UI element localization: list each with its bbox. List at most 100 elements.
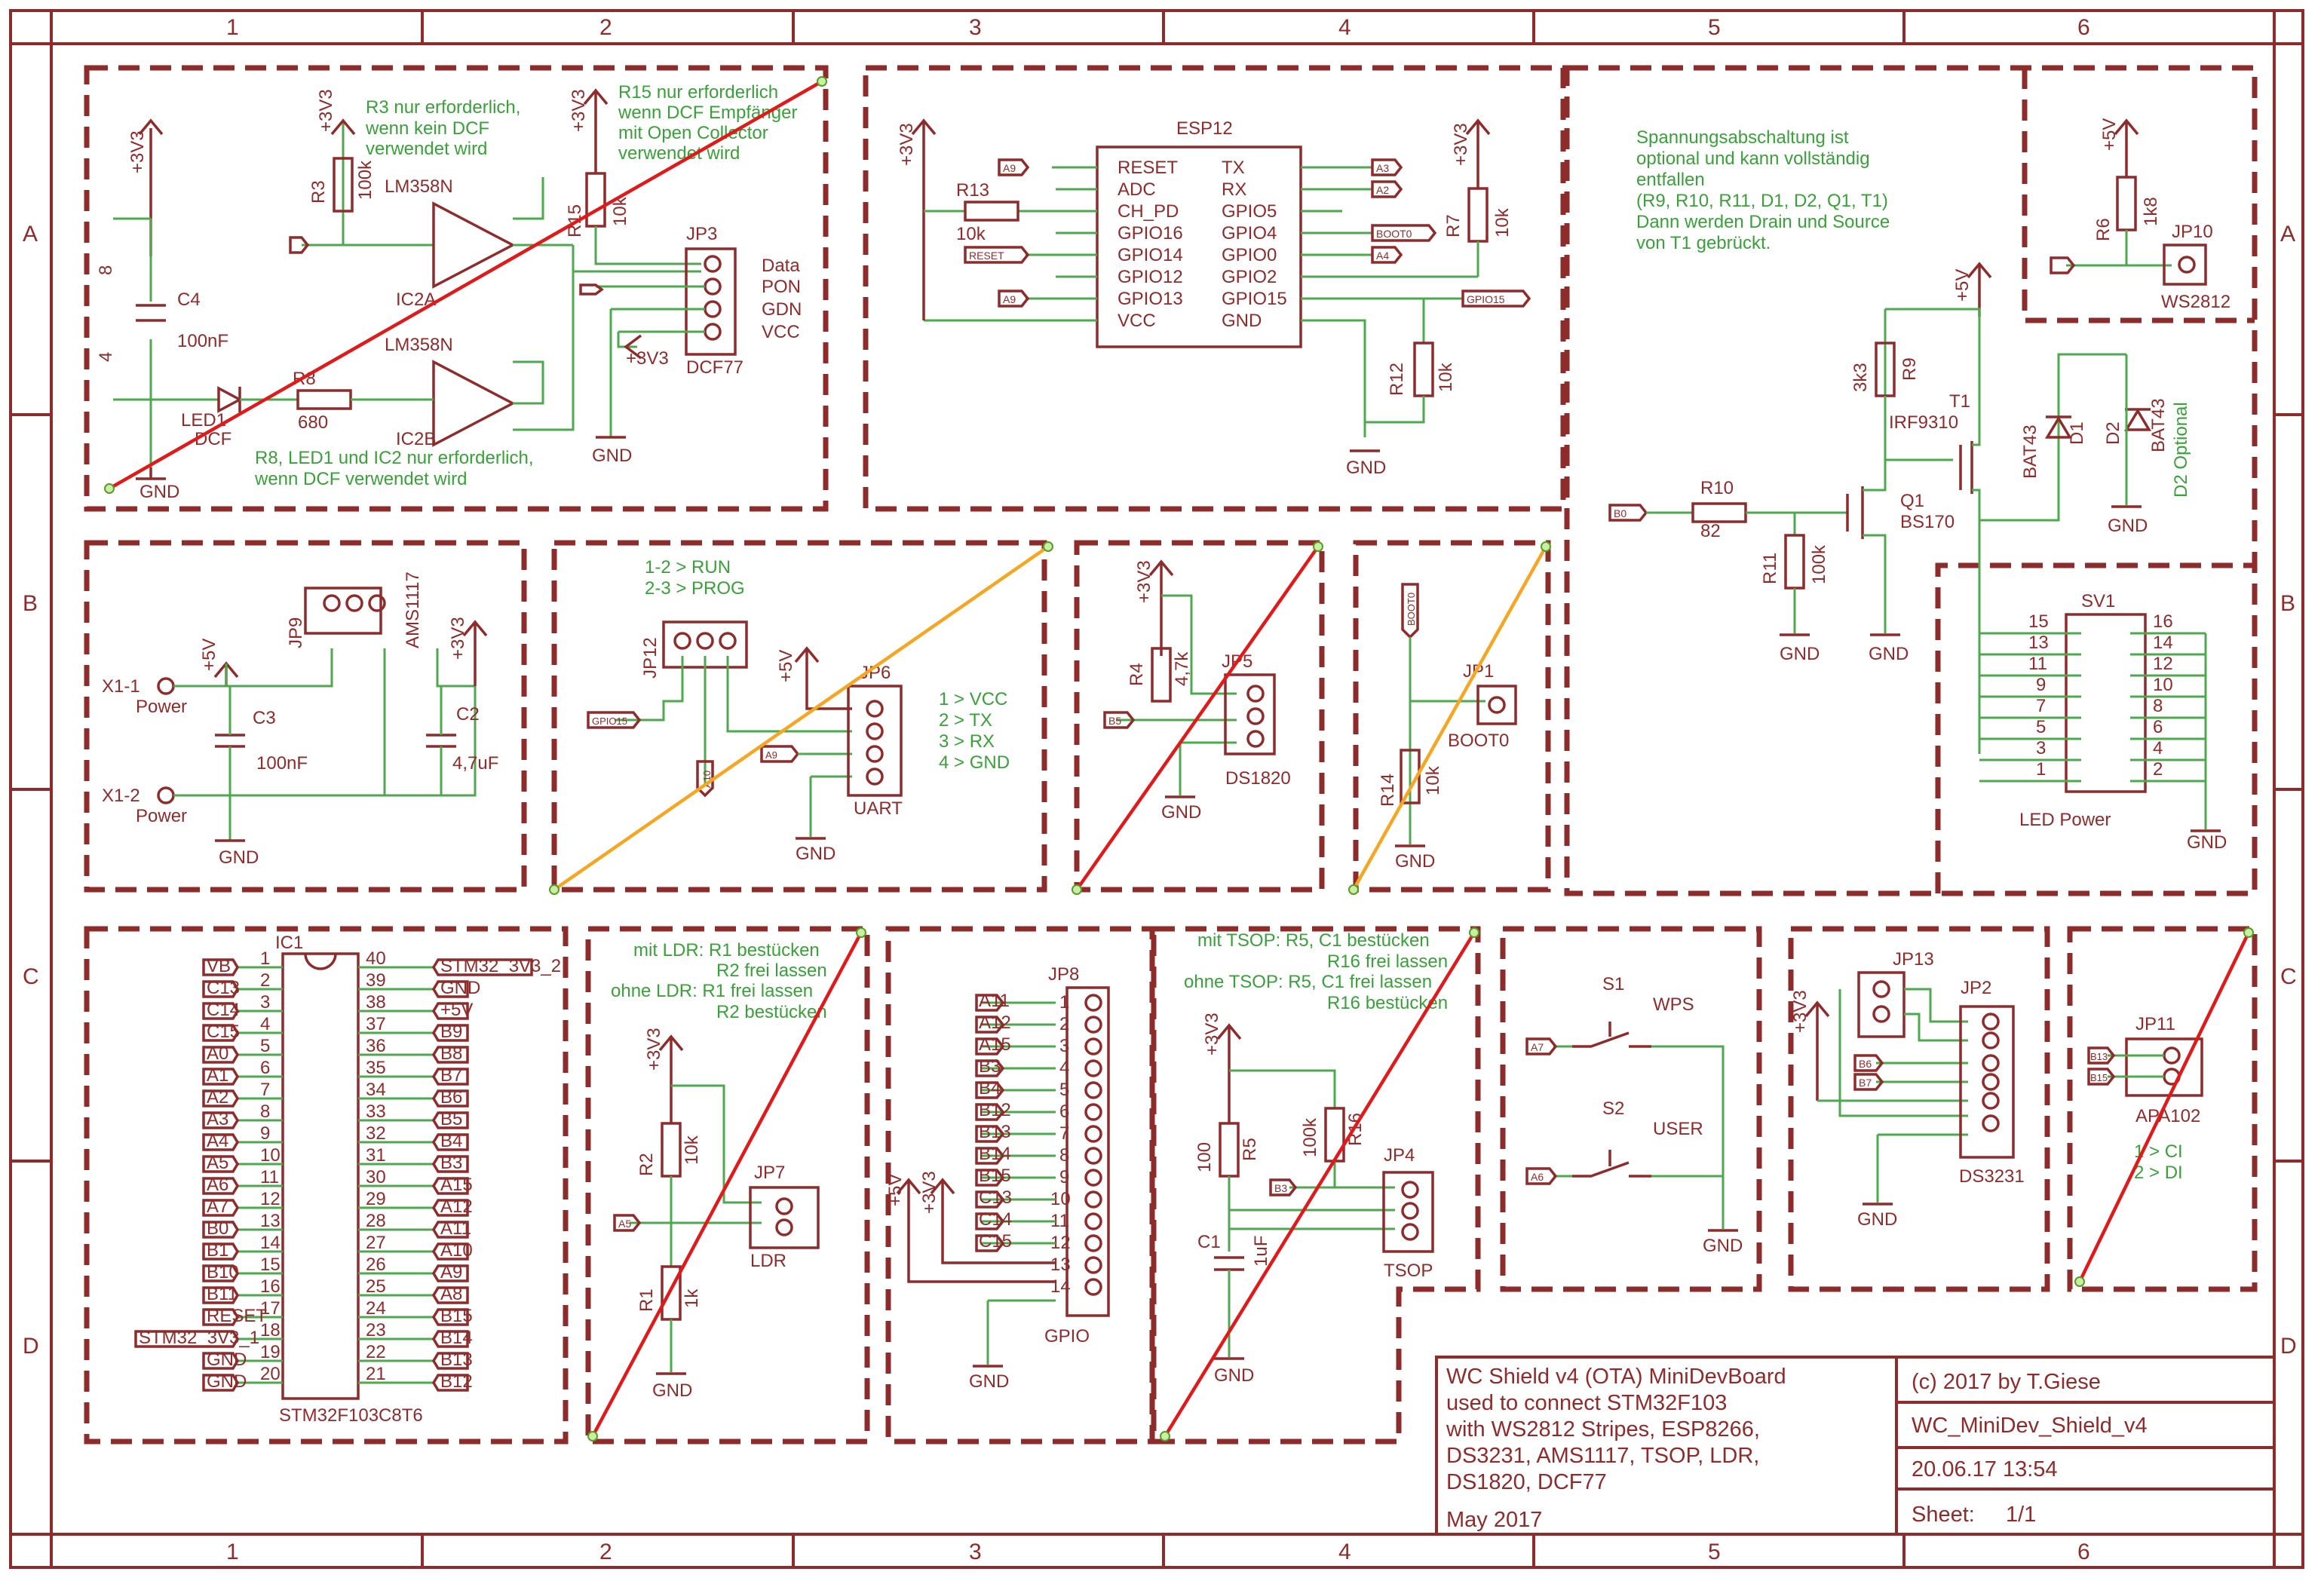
- stm32-net-label: B14: [440, 1328, 473, 1348]
- net-tag: [431, 1002, 469, 1020]
- switch-block: S1 WPS A7 S2 USER A6 GND: [1500, 926, 1762, 1292]
- svg-text:R4: R4: [1127, 663, 1147, 686]
- gnd-label: GND: [140, 482, 179, 502]
- stm32-net-label: A7: [207, 1196, 228, 1217]
- net-tag: [431, 1221, 469, 1239]
- net-tag: [1269, 1178, 1298, 1196]
- net-tag: [202, 1352, 240, 1370]
- ic1-name: STM32F103C8T6: [279, 1405, 423, 1426]
- svg-text:RESET: RESET: [969, 250, 1004, 262]
- boot0-block: BOOT0 R14 10k GND JP1 BOOT0: [1353, 540, 1551, 893]
- stm32-net-label: B0: [207, 1218, 228, 1239]
- net-tag: [975, 1234, 1005, 1252]
- net-tag: [202, 1374, 240, 1392]
- gpio-net-label: A15: [979, 1034, 1011, 1055]
- stm32-net-label: GND: [207, 1371, 247, 1392]
- stm32-pin-number: 18: [260, 1320, 281, 1340]
- jp11-ref: JP11: [2135, 1014, 2175, 1034]
- svg-text:optional und kann vollständig: optional und kann vollständig: [1636, 149, 1870, 169]
- stm32-net-label: B7: [440, 1065, 462, 1086]
- gpio-net-label: B13: [979, 1122, 1011, 1142]
- d2-diode: [2123, 408, 2152, 431]
- svg-text:X1-2: X1-2: [102, 786, 140, 806]
- net-tag: [1853, 1073, 1884, 1091]
- q1-value: BS170: [1900, 512, 1955, 532]
- net-tag: [202, 1046, 240, 1064]
- net-tag: [431, 1068, 469, 1086]
- svg-text:GPIO16: GPIO16: [1118, 223, 1183, 244]
- ds3231-block-frame: [1788, 926, 2050, 1292]
- stm32-pin-number: 15: [260, 1255, 281, 1275]
- net-tag: [975, 1125, 1005, 1143]
- strike-line-red: [591, 931, 863, 1438]
- dcf-note-r3-line: R3 nur erforderlich,: [366, 97, 520, 118]
- svg-text:B15: B15: [2090, 1072, 2108, 1083]
- svg-text:1k8: 1k8: [2141, 197, 2161, 226]
- gpio-net-label: A11: [979, 991, 1010, 1011]
- stm32-pin-number: 20: [260, 1364, 281, 1384]
- row-label: A: [2280, 222, 2295, 247]
- title-block-frame: [1435, 1356, 2276, 1536]
- svg-text:+3V3: +3V3: [316, 89, 336, 132]
- jp3-ref: JP3: [686, 224, 717, 244]
- q1-mosfet: [1846, 486, 1864, 539]
- stm32-net-label: A10: [440, 1240, 473, 1261]
- jp9-connector: [304, 587, 382, 635]
- r5-symbol: [1219, 1122, 1240, 1178]
- jp8-pin-number: 6: [1059, 1101, 1069, 1122]
- svg-text:GND: GND: [592, 446, 632, 466]
- stm32-pin-number: 27: [366, 1233, 386, 1253]
- row-label: D: [2280, 1334, 2297, 1359]
- jp4-connector: [1382, 1171, 1434, 1253]
- svg-text:A5: A5: [618, 1218, 631, 1230]
- net-tag: [998, 158, 1030, 176]
- ams1117-block: X1-1 Power X1-2 Power +5V +3V3 C3 100nF …: [84, 540, 527, 893]
- svg-text:R12: R12: [1387, 363, 1407, 396]
- svg-text:VCC: VCC: [1118, 311, 1156, 331]
- svg-text:GND: GND: [1395, 851, 1435, 872]
- title-desc-line: used to connect STM32F103: [1446, 1391, 1727, 1415]
- net-tag: [202, 1068, 240, 1086]
- dcf-note-r15-line: R15 nur erforderlich: [618, 82, 778, 103]
- stm32-net-label: A5: [207, 1153, 228, 1173]
- svg-text:GPIO4: GPIO4: [1222, 223, 1277, 244]
- svg-text:1: 1: [2036, 759, 2046, 780]
- stm32-pin-number: 9: [260, 1123, 270, 1144]
- net-tag: [431, 1199, 469, 1217]
- gpio-label: GPIO: [1044, 1326, 1090, 1347]
- ic2b-name: LM358N: [385, 335, 453, 355]
- jp3-pin-label: Data: [762, 256, 800, 276]
- jp8-ref: JP8: [1048, 964, 1079, 985]
- svg-text:+3V3: +3V3: [448, 617, 468, 660]
- jp5-connector: [1224, 673, 1276, 755]
- dcf-note-r8-line: wenn DCF verwendet wird: [254, 469, 467, 489]
- svg-text:GND: GND: [796, 844, 835, 864]
- d1-diode: [2044, 415, 2073, 439]
- jp8-pin-number: 4: [1059, 1058, 1069, 1078]
- svg-text:GND: GND: [969, 1371, 1009, 1392]
- stm32-pin-number: 25: [366, 1276, 386, 1297]
- c1-value: 1uF: [1251, 1236, 1271, 1267]
- stm32-pin-number: 14: [260, 1233, 281, 1253]
- net-tag: [2050, 256, 2076, 274]
- stm32-pin-number: 21: [366, 1364, 386, 1384]
- svg-text:2 > TX: 2 > TX: [939, 710, 992, 731]
- s2-ref: S2: [1602, 1098, 1624, 1119]
- stm32-pin-number: 36: [366, 1036, 386, 1056]
- svg-text:GND: GND: [1857, 1209, 1897, 1230]
- stm32-pin-number: 17: [260, 1298, 281, 1319]
- tsop-block-frame: [1151, 926, 1481, 1445]
- svg-text:GND: GND: [1780, 644, 1820, 664]
- row-label: B: [23, 591, 38, 616]
- t1-value: IRF9310: [1889, 412, 1958, 433]
- svg-text:B3: B3: [1274, 1182, 1287, 1194]
- stm32-pin-number: 39: [366, 970, 386, 991]
- svg-text:10k: 10k: [1436, 362, 1456, 392]
- row-label: A: [23, 222, 38, 247]
- svg-text:2 > DI: 2 > DI: [2134, 1163, 2183, 1183]
- net-tag: [431, 1352, 469, 1370]
- svg-text:RX: RX: [1222, 179, 1246, 200]
- dcf-block-frame: [84, 65, 829, 512]
- svg-text:+3V3: +3V3: [897, 123, 917, 166]
- stm32-net-label: GND: [440, 978, 480, 998]
